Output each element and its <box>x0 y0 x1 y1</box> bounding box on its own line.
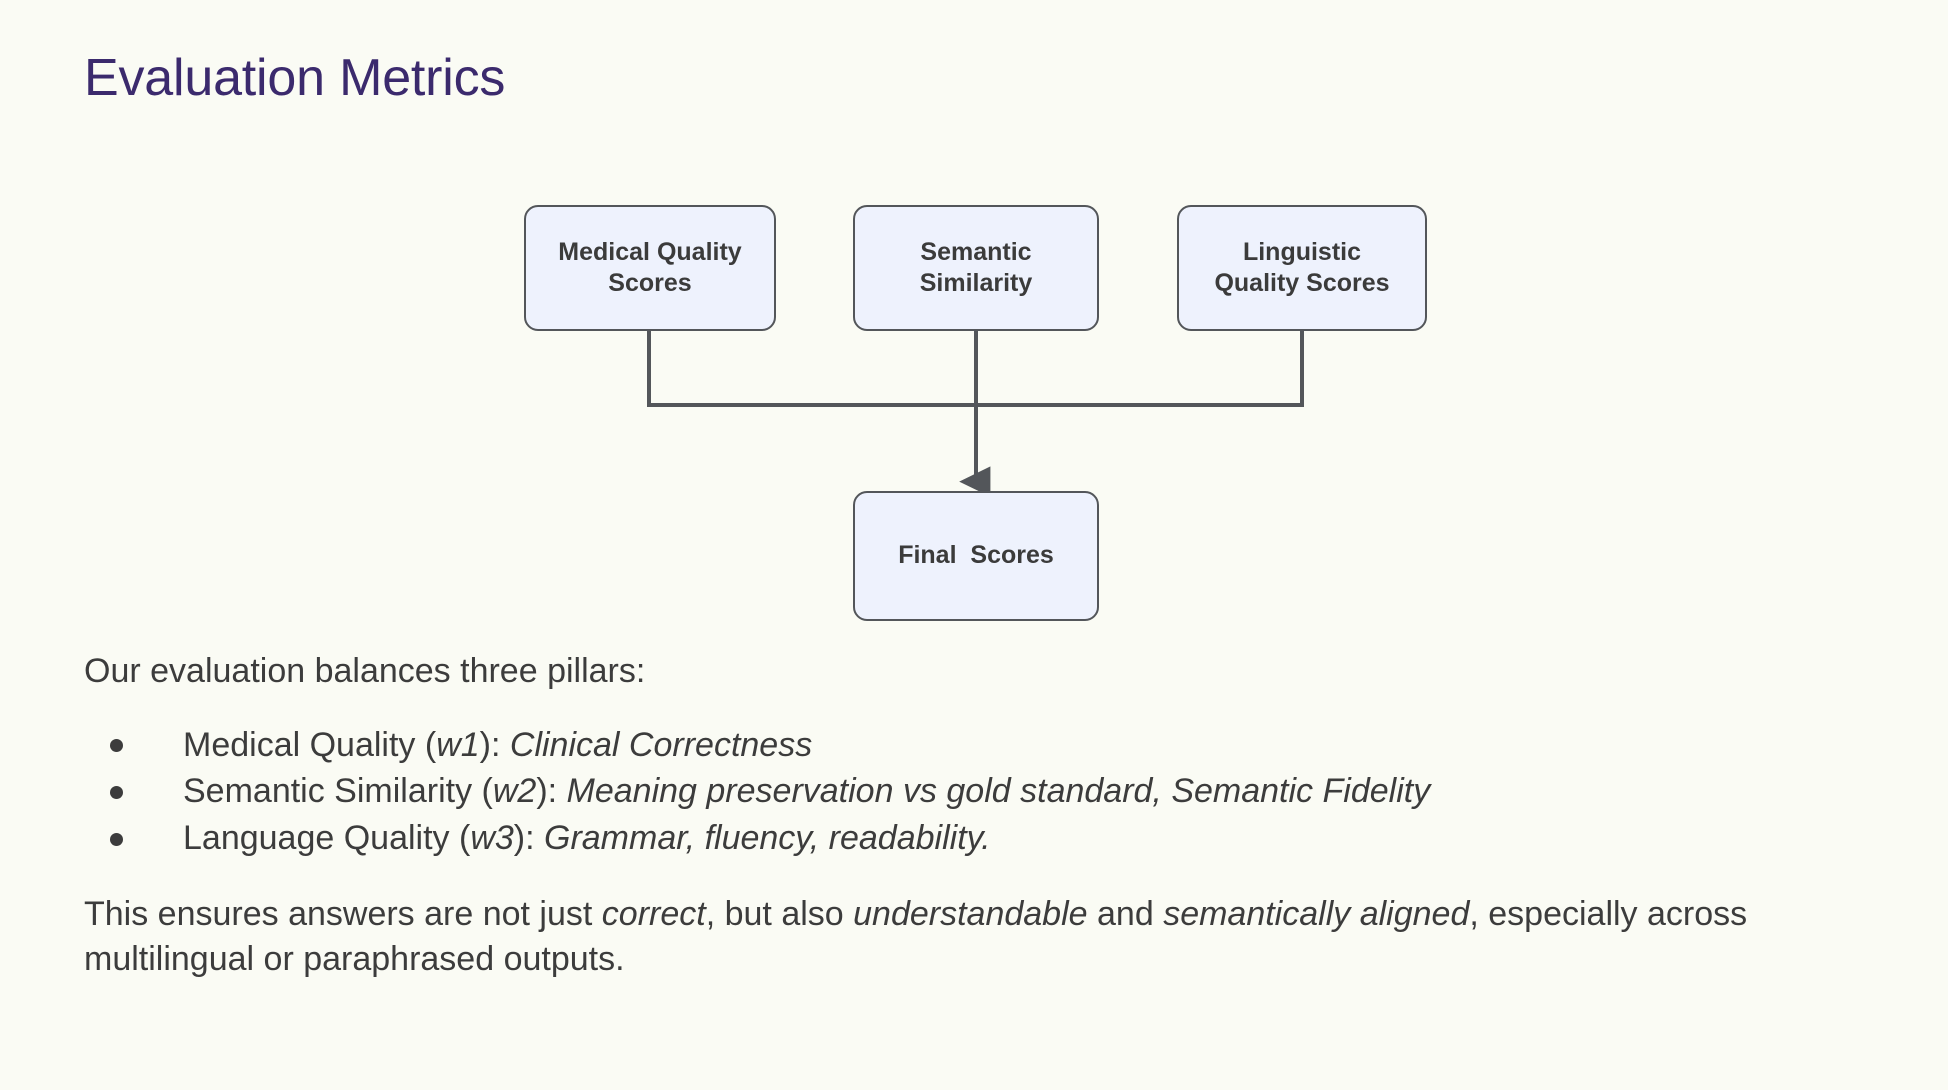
node-medical-quality-scores-label: Medical Quality Scores <box>558 237 742 297</box>
pillar-description: Meaning preservation vs gold standard, S… <box>566 772 1431 811</box>
pillar-description: Grammar, fluency, readability. <box>544 819 991 858</box>
bullet-icon <box>110 786 123 800</box>
closing-emphasis-correct: correct <box>601 895 706 934</box>
node-linguistic-quality-scores-label: Linguistic Quality Scores <box>1214 237 1390 297</box>
pillar-term-end: ): <box>513 819 544 858</box>
slide-body: Our evaluation balances three pillars: M… <box>84 650 1884 983</box>
bullet-icon <box>110 739 123 753</box>
pillar-weight: w1 <box>436 725 480 764</box>
pillar-term-end: ): <box>479 725 510 764</box>
evaluation-flow-diagram: Medical Quality Scores Semantic Similari… <box>524 205 1427 621</box>
lead-paragraph: Our evaluation balances three pillars: <box>84 652 646 690</box>
closing-part-4: , especially across multilingual or para… <box>84 895 1748 979</box>
node-linguistic-quality-scores[interactable]: Linguistic Quality Scores <box>1177 205 1427 331</box>
pillar-weight: w2 <box>492 772 537 811</box>
node-medical-quality-scores[interactable]: Medical Quality Scores <box>524 205 776 331</box>
node-final-scores-label: Final Scores <box>898 541 1054 570</box>
pillar-term: Medical Quality ( <box>183 725 437 764</box>
list-item: Language Quality (w3): Grammar, fluency,… <box>84 815 1884 862</box>
closing-part-3: and <box>1087 895 1164 934</box>
closing-paragraph: This ensures answers are not just correc… <box>84 892 1874 982</box>
closing-emphasis-understandable: understandable <box>853 895 1088 934</box>
closing-emphasis-semantically-aligned: semantically aligned <box>1163 895 1470 934</box>
pillars-list: Medical Quality (w1): Clinical Correctne… <box>84 722 1884 863</box>
pillar-weight: w3 <box>470 819 514 858</box>
page-title: Evaluation Metrics <box>84 49 506 107</box>
bullet-icon <box>110 833 123 846</box>
pillar-term-end: ): <box>536 772 567 811</box>
node-semantic-similarity[interactable]: Semantic Similarity <box>853 205 1099 331</box>
list-item: Medical Quality (w1): Clinical Correctne… <box>84 722 1884 769</box>
list-item: Semantic Similarity (w2): Meaning preser… <box>84 768 1884 815</box>
node-semantic-similarity-label: Semantic Similarity <box>919 237 1033 297</box>
pillar-term: Language Quality ( <box>183 819 471 858</box>
closing-part-2: , but also <box>705 895 854 934</box>
pillar-description: Clinical Correctness <box>509 725 813 764</box>
closing-part-1: This ensures answers are not just <box>84 895 602 934</box>
node-final-scores[interactable]: Final Scores <box>853 491 1099 621</box>
pillar-term: Semantic Similarity ( <box>183 772 493 811</box>
